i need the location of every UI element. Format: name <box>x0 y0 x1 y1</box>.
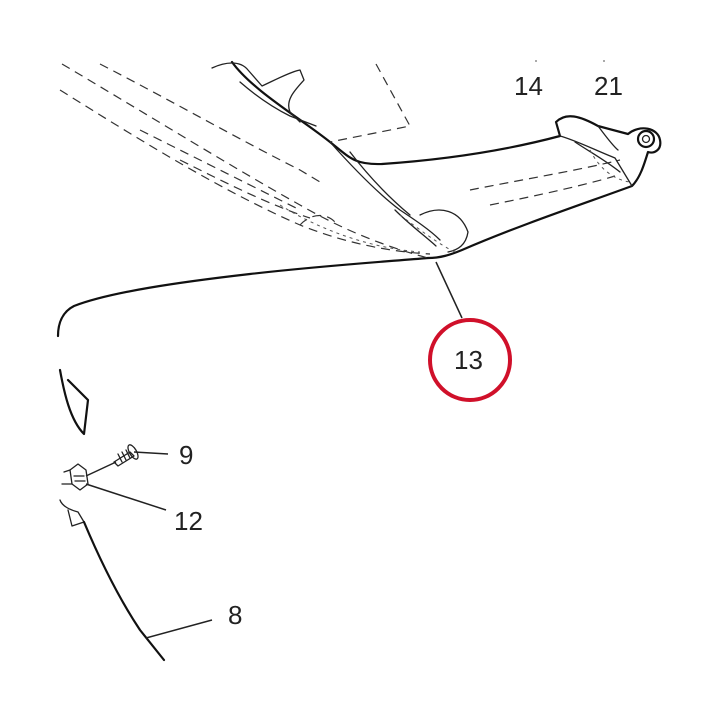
callout-9[interactable]: 9 <box>179 440 193 470</box>
highlight-ring-13 <box>428 318 512 402</box>
leader-lines <box>85 261 463 639</box>
lower-cover-part <box>56 256 430 662</box>
leader-9 <box>133 451 169 455</box>
nut-clip-part <box>61 463 89 491</box>
leader-12b <box>85 461 117 477</box>
callout-21[interactable]: 21 <box>594 71 623 101</box>
screw-part <box>113 444 139 467</box>
leader-12 <box>85 483 167 511</box>
callout-14[interactable]: 14 <box>514 71 543 101</box>
callout-8[interactable]: 8 <box>228 600 242 630</box>
upper-panel-part <box>211 60 662 260</box>
callout-12[interactable]: 12 <box>174 506 203 536</box>
callout-13[interactable]: 13 <box>454 345 483 375</box>
leader-8 <box>145 619 213 639</box>
leader-13 <box>435 261 463 319</box>
hidden-lines <box>59 60 631 259</box>
